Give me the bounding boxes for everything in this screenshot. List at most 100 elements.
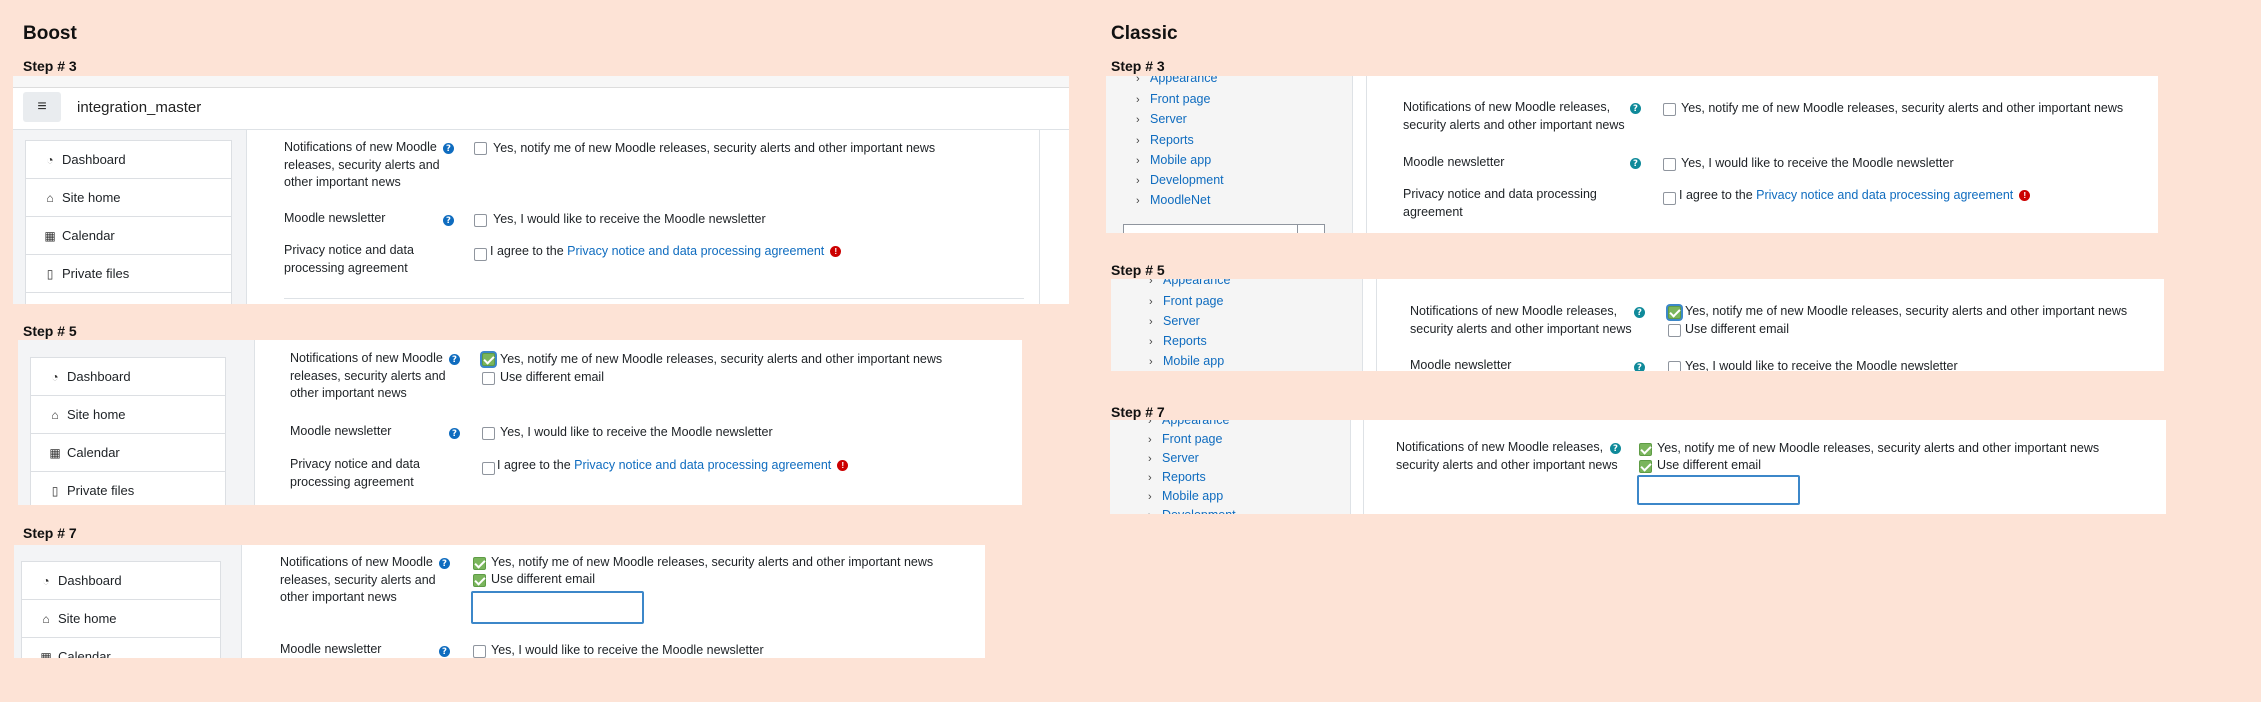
notifications-checkbox[interactable] xyxy=(1663,103,1676,116)
privacy-checkbox[interactable] xyxy=(1663,192,1676,205)
help-icon[interactable]: ? xyxy=(439,558,450,569)
notifications-checkbox[interactable] xyxy=(1668,306,1681,319)
nav-item-private-files[interactable]: ▯Private files xyxy=(26,255,231,293)
notifications-option-label: Yes, notify me of new Moodle releases, s… xyxy=(1685,304,2128,318)
nav-label: Calendar xyxy=(58,649,111,658)
notifications-checkbox[interactable] xyxy=(1639,443,1652,456)
newsletter-checkbox[interactable] xyxy=(1663,158,1676,171)
help-icon[interactable]: ? xyxy=(449,354,460,365)
help-icon[interactable]: ? xyxy=(1630,158,1641,169)
notifications-checkbox[interactable] xyxy=(482,353,495,366)
nav-item-dashboard[interactable]: ◔Dashboard xyxy=(22,562,220,600)
browser-bar xyxy=(13,76,1069,88)
privacy-link[interactable]: Privacy notice and data processing agree… xyxy=(574,458,832,472)
site-name[interactable]: integration_master xyxy=(77,99,202,116)
tree-item-moodlenet[interactable]: ›MoodleNet xyxy=(1136,193,1211,207)
drawer-toggle-button[interactable]: ≡ xyxy=(23,92,61,122)
chevron-right-icon: › xyxy=(1149,336,1153,348)
tree-item-appearance[interactable]: ›Appearance xyxy=(1136,76,1217,85)
classic-step-5-title: Step # 5 xyxy=(1111,262,1165,278)
dashboard-icon: ◔ xyxy=(46,152,54,167)
nav-item-calendar[interactable]: ▦Calendar xyxy=(31,434,225,472)
tree-item-mobile-app[interactable]: ›Mobile app xyxy=(1136,153,1212,167)
tree-item-server[interactable]: ›Server xyxy=(1148,451,1199,465)
classic-column-title: Classic xyxy=(1111,23,1178,44)
help-icon[interactable]: ? xyxy=(1634,307,1645,318)
nav-item-site-home[interactable]: ⌂Site home xyxy=(31,396,225,434)
content-divider xyxy=(241,545,242,658)
tree-item-server[interactable]: ›Server xyxy=(1136,112,1187,126)
tree-item-front-page[interactable]: ›Front page xyxy=(1136,92,1211,106)
nav-item-calendar[interactable]: ▦Calendar xyxy=(22,638,220,658)
required-error-icon: ! xyxy=(830,246,842,258)
notifications-checkbox[interactable] xyxy=(473,557,486,570)
newsletter-label: Moodle newsletter xyxy=(1403,155,1505,169)
help-icon[interactable]: ? xyxy=(439,646,450,657)
classic-step-7-screenshot: ›Appearance ›Front page ›Server ›Reports… xyxy=(1110,420,2166,514)
nav-label: Private files xyxy=(62,266,130,281)
privacy-link[interactable]: Privacy notice and data processing agree… xyxy=(1756,188,2014,202)
nav-item-dashboard[interactable]: ◔Dashboard xyxy=(31,358,225,396)
tree-item-reports[interactable]: ›Reports xyxy=(1136,133,1194,147)
nav-drawer: ◔Dashboard ⌂Site home ▦Calendar ▯Private… xyxy=(13,130,246,304)
tree-item-development[interactable]: ›Development xyxy=(1148,508,1236,514)
privacy-checkbox[interactable] xyxy=(474,248,487,261)
different-email-checkbox[interactable] xyxy=(473,574,486,587)
nav-item-site-home[interactable]: ⌂Site home xyxy=(26,179,231,217)
newsletter-checkbox[interactable] xyxy=(474,214,487,227)
different-email-label: Use different email xyxy=(500,370,604,384)
email-field[interactable] xyxy=(1637,475,1800,505)
content-right-edge xyxy=(1039,130,1040,304)
different-email-checkbox[interactable] xyxy=(1668,324,1681,337)
privacy-checkbox[interactable] xyxy=(482,462,495,475)
notifications-checkbox[interactable] xyxy=(474,142,487,155)
tree-item-development[interactable]: ›Development xyxy=(1136,173,1224,187)
help-icon[interactable]: ? xyxy=(1630,103,1641,114)
different-email-label: Use different email xyxy=(1657,458,1761,472)
nav-drawer: ◔Dashboard ⌂Site home ▦Calendar ▯Private… xyxy=(18,340,254,505)
chevron-right-icon: › xyxy=(1148,420,1152,427)
tree-item-reports[interactable]: ›Reports xyxy=(1149,334,1207,348)
chevron-right-icon: › xyxy=(1148,472,1152,484)
nav-label: Site home xyxy=(67,407,126,422)
admin-search-button[interactable] xyxy=(1297,224,1325,233)
notifications-option-label: Yes, notify me of new Moodle releases, s… xyxy=(1681,101,2124,115)
nav-label: Dashboard xyxy=(67,369,131,384)
tree-item-appearance[interactable]: ›Appearance xyxy=(1149,279,1230,287)
newsletter-checkbox[interactable] xyxy=(1668,361,1681,371)
help-icon[interactable]: ? xyxy=(443,143,454,154)
content-divider xyxy=(1366,76,1367,233)
tree-item-front-page[interactable]: ›Front page xyxy=(1148,432,1223,446)
chevron-right-icon: › xyxy=(1149,296,1153,308)
help-icon[interactable]: ? xyxy=(443,215,454,226)
help-icon[interactable]: ? xyxy=(1634,362,1645,371)
different-email-checkbox[interactable] xyxy=(482,372,495,385)
tree-item-front-page[interactable]: ›Front page xyxy=(1149,294,1224,308)
newsletter-checkbox[interactable] xyxy=(473,645,486,658)
tree-item-reports[interactable]: ›Reports xyxy=(1148,470,1206,484)
help-icon[interactable]: ? xyxy=(449,428,460,439)
tree-item-appearance[interactable]: ›Appearance xyxy=(1148,420,1229,427)
privacy-link[interactable]: Privacy notice and data processing agree… xyxy=(567,244,825,258)
nav-item-private-files[interactable]: ▯Private files xyxy=(31,472,225,505)
boost-step-5-title: Step # 5 xyxy=(23,323,77,339)
nav-item-dashboard[interactable]: ◔Dashboard xyxy=(26,141,231,179)
email-field[interactable] xyxy=(471,591,644,624)
admin-search-input[interactable] xyxy=(1123,224,1298,233)
nav-item-site-home[interactable]: ⌂Site home xyxy=(22,600,220,638)
chevron-right-icon: › xyxy=(1136,76,1140,85)
newsletter-checkbox[interactable] xyxy=(482,427,495,440)
privacy-prefix: I agree to the xyxy=(1679,188,1753,202)
admin-tree: ›Appearance ›Front page ›Server ›Reports… xyxy=(1106,76,1352,233)
home-icon: ⌂ xyxy=(42,611,50,626)
tree-item-server[interactable]: ›Server xyxy=(1149,314,1200,328)
help-icon[interactable]: ? xyxy=(1610,443,1621,454)
different-email-checkbox[interactable] xyxy=(1639,460,1652,473)
tree-item-mobile-app[interactable]: ›Mobile app xyxy=(1149,354,1225,368)
chevron-right-icon: › xyxy=(1149,279,1153,287)
tree-item-mobile-app[interactable]: ›Mobile app xyxy=(1148,489,1224,503)
nav-item-calendar[interactable]: ▦Calendar xyxy=(26,217,231,255)
